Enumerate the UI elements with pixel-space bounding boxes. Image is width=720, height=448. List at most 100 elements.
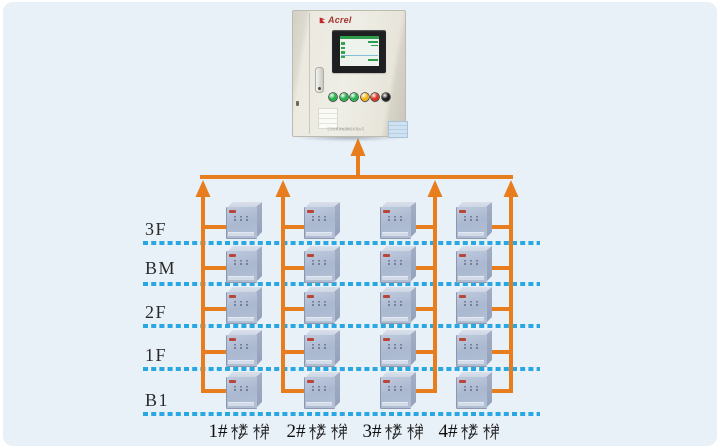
device-box [456, 330, 492, 367]
device-terminal [400, 216, 402, 221]
device-stub-line [283, 266, 304, 270]
device-terminal [400, 301, 402, 306]
device-terminal [234, 344, 236, 349]
hanzi-梯 [482, 423, 499, 440]
device-stub-line [491, 225, 511, 229]
screen-menu-item [341, 46, 345, 49]
device-terminal [388, 386, 390, 391]
device-terminal [312, 216, 314, 221]
arrow-up-icon [503, 180, 519, 197]
device-terminal [400, 344, 402, 349]
device-terminal [246, 260, 248, 265]
device-box [380, 202, 416, 239]
device-box [304, 330, 340, 367]
hanzi-梯 [330, 423, 347, 440]
staircase-label: 3# [339, 421, 449, 443]
device-terminal [476, 301, 478, 306]
device-box-side [256, 246, 262, 282]
device-box [456, 287, 492, 324]
device-box-side [486, 330, 492, 366]
device-label-red [459, 295, 466, 298]
device-stub-line [491, 307, 511, 311]
device-box-side [256, 202, 262, 238]
device-stub-line [415, 266, 435, 270]
device-terminal [470, 386, 472, 391]
device-terminal [312, 344, 314, 349]
device-slot [458, 231, 484, 236]
device-stub-line [203, 350, 226, 354]
riser-line [201, 193, 205, 393]
floor-label: B1 [145, 390, 170, 410]
device-box [226, 246, 262, 283]
device-label-red [383, 295, 390, 298]
device-slot [382, 316, 408, 321]
device-label-red [229, 338, 236, 341]
device-label-red [383, 254, 390, 257]
device-slot [382, 231, 408, 236]
staircase-label: 4# [415, 421, 525, 443]
screen-menu-item [341, 42, 345, 45]
device-terminal [470, 301, 472, 306]
device-label-red [383, 380, 390, 383]
door-seam [309, 13, 310, 134]
device-box-side [410, 287, 416, 323]
spec-label [388, 121, 408, 138]
device-terminal [388, 216, 390, 221]
device-terminal [312, 260, 314, 265]
device-label-red [307, 210, 314, 213]
device-label-red [307, 295, 314, 298]
device-slot [382, 275, 408, 280]
paper-label [318, 108, 338, 129]
device-box-side [334, 287, 340, 323]
device-stub-line [203, 225, 226, 229]
device-terminal [388, 260, 390, 265]
device-terminal [324, 301, 326, 306]
indicator-button [339, 93, 348, 101]
device-box [380, 330, 416, 367]
device-terminal [240, 260, 242, 265]
device-box-side [256, 330, 262, 366]
device-stub-line [415, 307, 435, 311]
floor-label: BM [145, 258, 177, 278]
device-terminal [470, 344, 472, 349]
device-slot [228, 231, 254, 236]
control-cabinet: Acrel 江苏安科瑞电器制造有限公司 [292, 10, 408, 141]
device-label-red [459, 254, 466, 257]
device-stub-line [491, 266, 511, 270]
device-box [456, 202, 492, 239]
device-terminal [464, 301, 466, 306]
hinge-dot [296, 101, 299, 106]
device-terminal [240, 344, 242, 349]
device-box [226, 202, 262, 239]
acrel-logo-icon [319, 17, 326, 23]
device-box [304, 246, 340, 283]
device-slot [382, 359, 408, 364]
device-terminal [476, 344, 478, 349]
device-label-red [383, 210, 390, 213]
device-stub-line [203, 266, 226, 270]
screen-text-block [371, 44, 378, 46]
screen-titlebar [340, 36, 379, 39]
device-terminal [246, 216, 248, 221]
device-terminal [464, 260, 466, 265]
device-terminal [318, 216, 320, 221]
device-slot [306, 359, 332, 364]
device-terminal [324, 386, 326, 391]
device-terminal [324, 216, 326, 221]
screen-divider [341, 55, 378, 56]
riser-line [433, 193, 437, 393]
device-box-side [334, 372, 340, 408]
device-stub-line [491, 350, 511, 354]
device-label-red [229, 295, 236, 298]
screen-menu-item [341, 51, 345, 54]
device-box-side [334, 330, 340, 366]
device-terminal [246, 344, 248, 349]
device-terminal [318, 301, 320, 306]
device-box [456, 246, 492, 283]
hanzi-楼 [308, 423, 326, 440]
device-terminal [476, 386, 478, 391]
hanzi-楼 [384, 423, 402, 440]
device-box-side [410, 372, 416, 408]
device-terminal [324, 344, 326, 349]
